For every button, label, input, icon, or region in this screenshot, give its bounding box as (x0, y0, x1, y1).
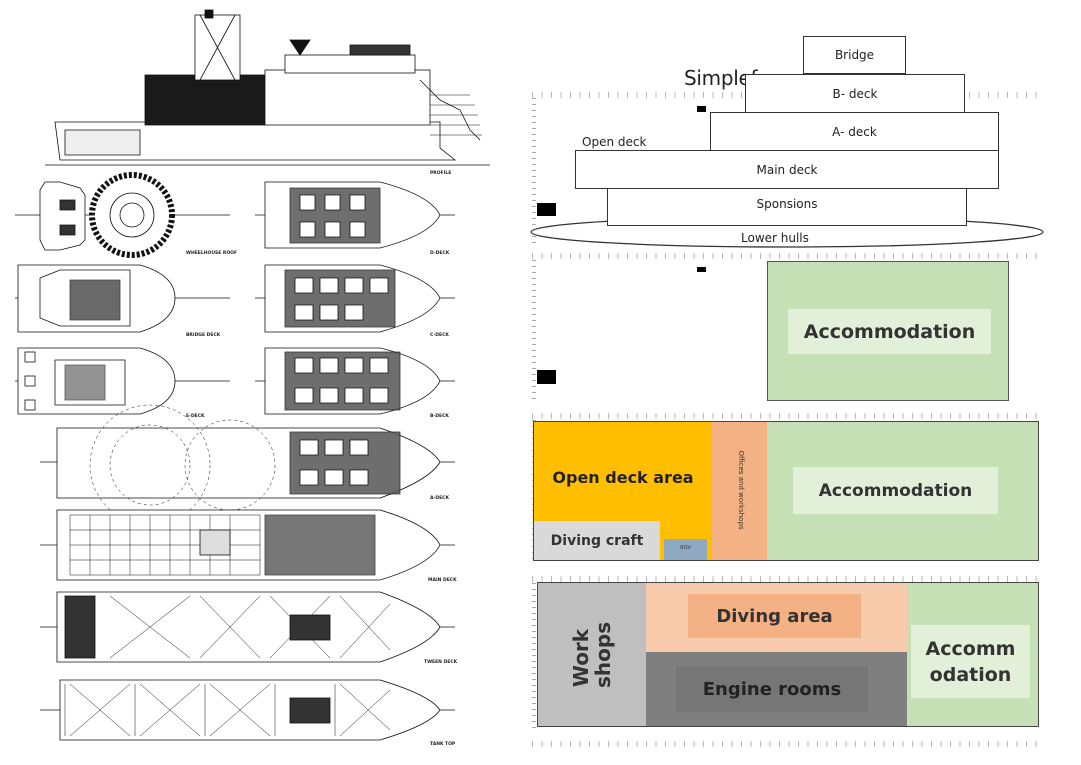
b-deck-drawing (255, 347, 455, 415)
ruler-side-4 (532, 583, 536, 728)
main-deck-drawing (40, 509, 455, 581)
offices-workshops-zone (712, 422, 767, 560)
rov-label: ROV (680, 545, 691, 551)
bridge-level: Bridge (803, 36, 906, 74)
e-deck-drawing (15, 347, 230, 415)
diving-craft-zone (534, 521, 660, 560)
a-deck-caption: A-DECK (430, 496, 449, 501)
b-deck-level: B- deck (745, 74, 965, 113)
a-deck-drawing (40, 404, 455, 526)
tank-top-drawing (40, 679, 455, 741)
d-deck-caption: D-DECK (430, 251, 450, 256)
upper-accommodation-label: Accommodation (803, 320, 976, 343)
diving-area-label: Diving area (716, 605, 833, 627)
offices-workshops-label: Offices and workshops (737, 450, 745, 530)
ruler-top-2 (532, 253, 1044, 259)
bridge-deck-caption: BRIDGE DECK (186, 333, 221, 338)
a-deck-label: A- deck (832, 124, 877, 139)
lower-accommodation-line1: Accomm (925, 638, 1016, 660)
c-deck-caption: C-DECK (430, 333, 449, 338)
c-deck-drawing (255, 264, 455, 333)
open-deck-area-label: Open deck area (552, 468, 694, 487)
ga-drawings (15, 9, 490, 741)
e-deck-caption: E-DECK (186, 414, 205, 419)
lower-accommodation-label: Accomm odation (911, 636, 1030, 688)
profile-caption: PROFILE (430, 171, 452, 176)
workshops-label: Work shops (569, 598, 615, 718)
ruler-top-3 (532, 413, 1044, 419)
ruler-side-2 (532, 260, 536, 400)
engine-rooms-label: Engine rooms (702, 678, 842, 700)
lower-hulls-label: Lower hulls (741, 231, 809, 245)
sponsions-level: Sponsions (607, 187, 967, 226)
main-plan-frame (533, 421, 1039, 561)
workshops-text: Work shops (569, 621, 615, 688)
tween-deck-drawing (40, 591, 455, 663)
main-deck-level: Main deck (575, 150, 999, 189)
wheelhouse-roof-caption: WHEELHOUSE ROOF (186, 251, 238, 256)
d-deck-drawing (255, 181, 455, 249)
tank-top-caption: TANK TOP (430, 742, 456, 747)
ruler-top-4 (532, 576, 1044, 582)
diving-craft-label: Diving craft (550, 533, 644, 549)
rov-zone (664, 539, 707, 560)
workshops-zone (538, 583, 646, 726)
marker-block (537, 370, 556, 384)
b-deck-caption: B-DECK (430, 414, 449, 419)
a-deck-level: A- deck (710, 112, 999, 151)
lower-accommodation-line2: odation (929, 664, 1012, 686)
wheelhouse-roof-drawing (15, 172, 230, 258)
ruler-side-1 (532, 98, 536, 243)
open-deck-label: Open deck (582, 135, 647, 149)
bridge-deck-drawing (15, 264, 230, 333)
ruler-bottom (532, 741, 1044, 747)
bridge-label: Bridge (834, 48, 875, 62)
sponsions-label: Sponsions (756, 196, 818, 211)
lower-plan-frame (537, 582, 1039, 727)
marker-dot (697, 106, 706, 112)
main-deck-caption: MAIN DECK (428, 578, 457, 583)
b-deck-label: B- deck (832, 86, 878, 101)
tween-deck-caption: TWEEN DECK (424, 660, 458, 665)
main-accommodation-label: Accommodation (818, 480, 973, 501)
profile-drawing (45, 9, 490, 166)
marker-dot (697, 267, 706, 272)
main-deck-label: Main deck (756, 162, 818, 177)
marker-block (537, 203, 556, 216)
